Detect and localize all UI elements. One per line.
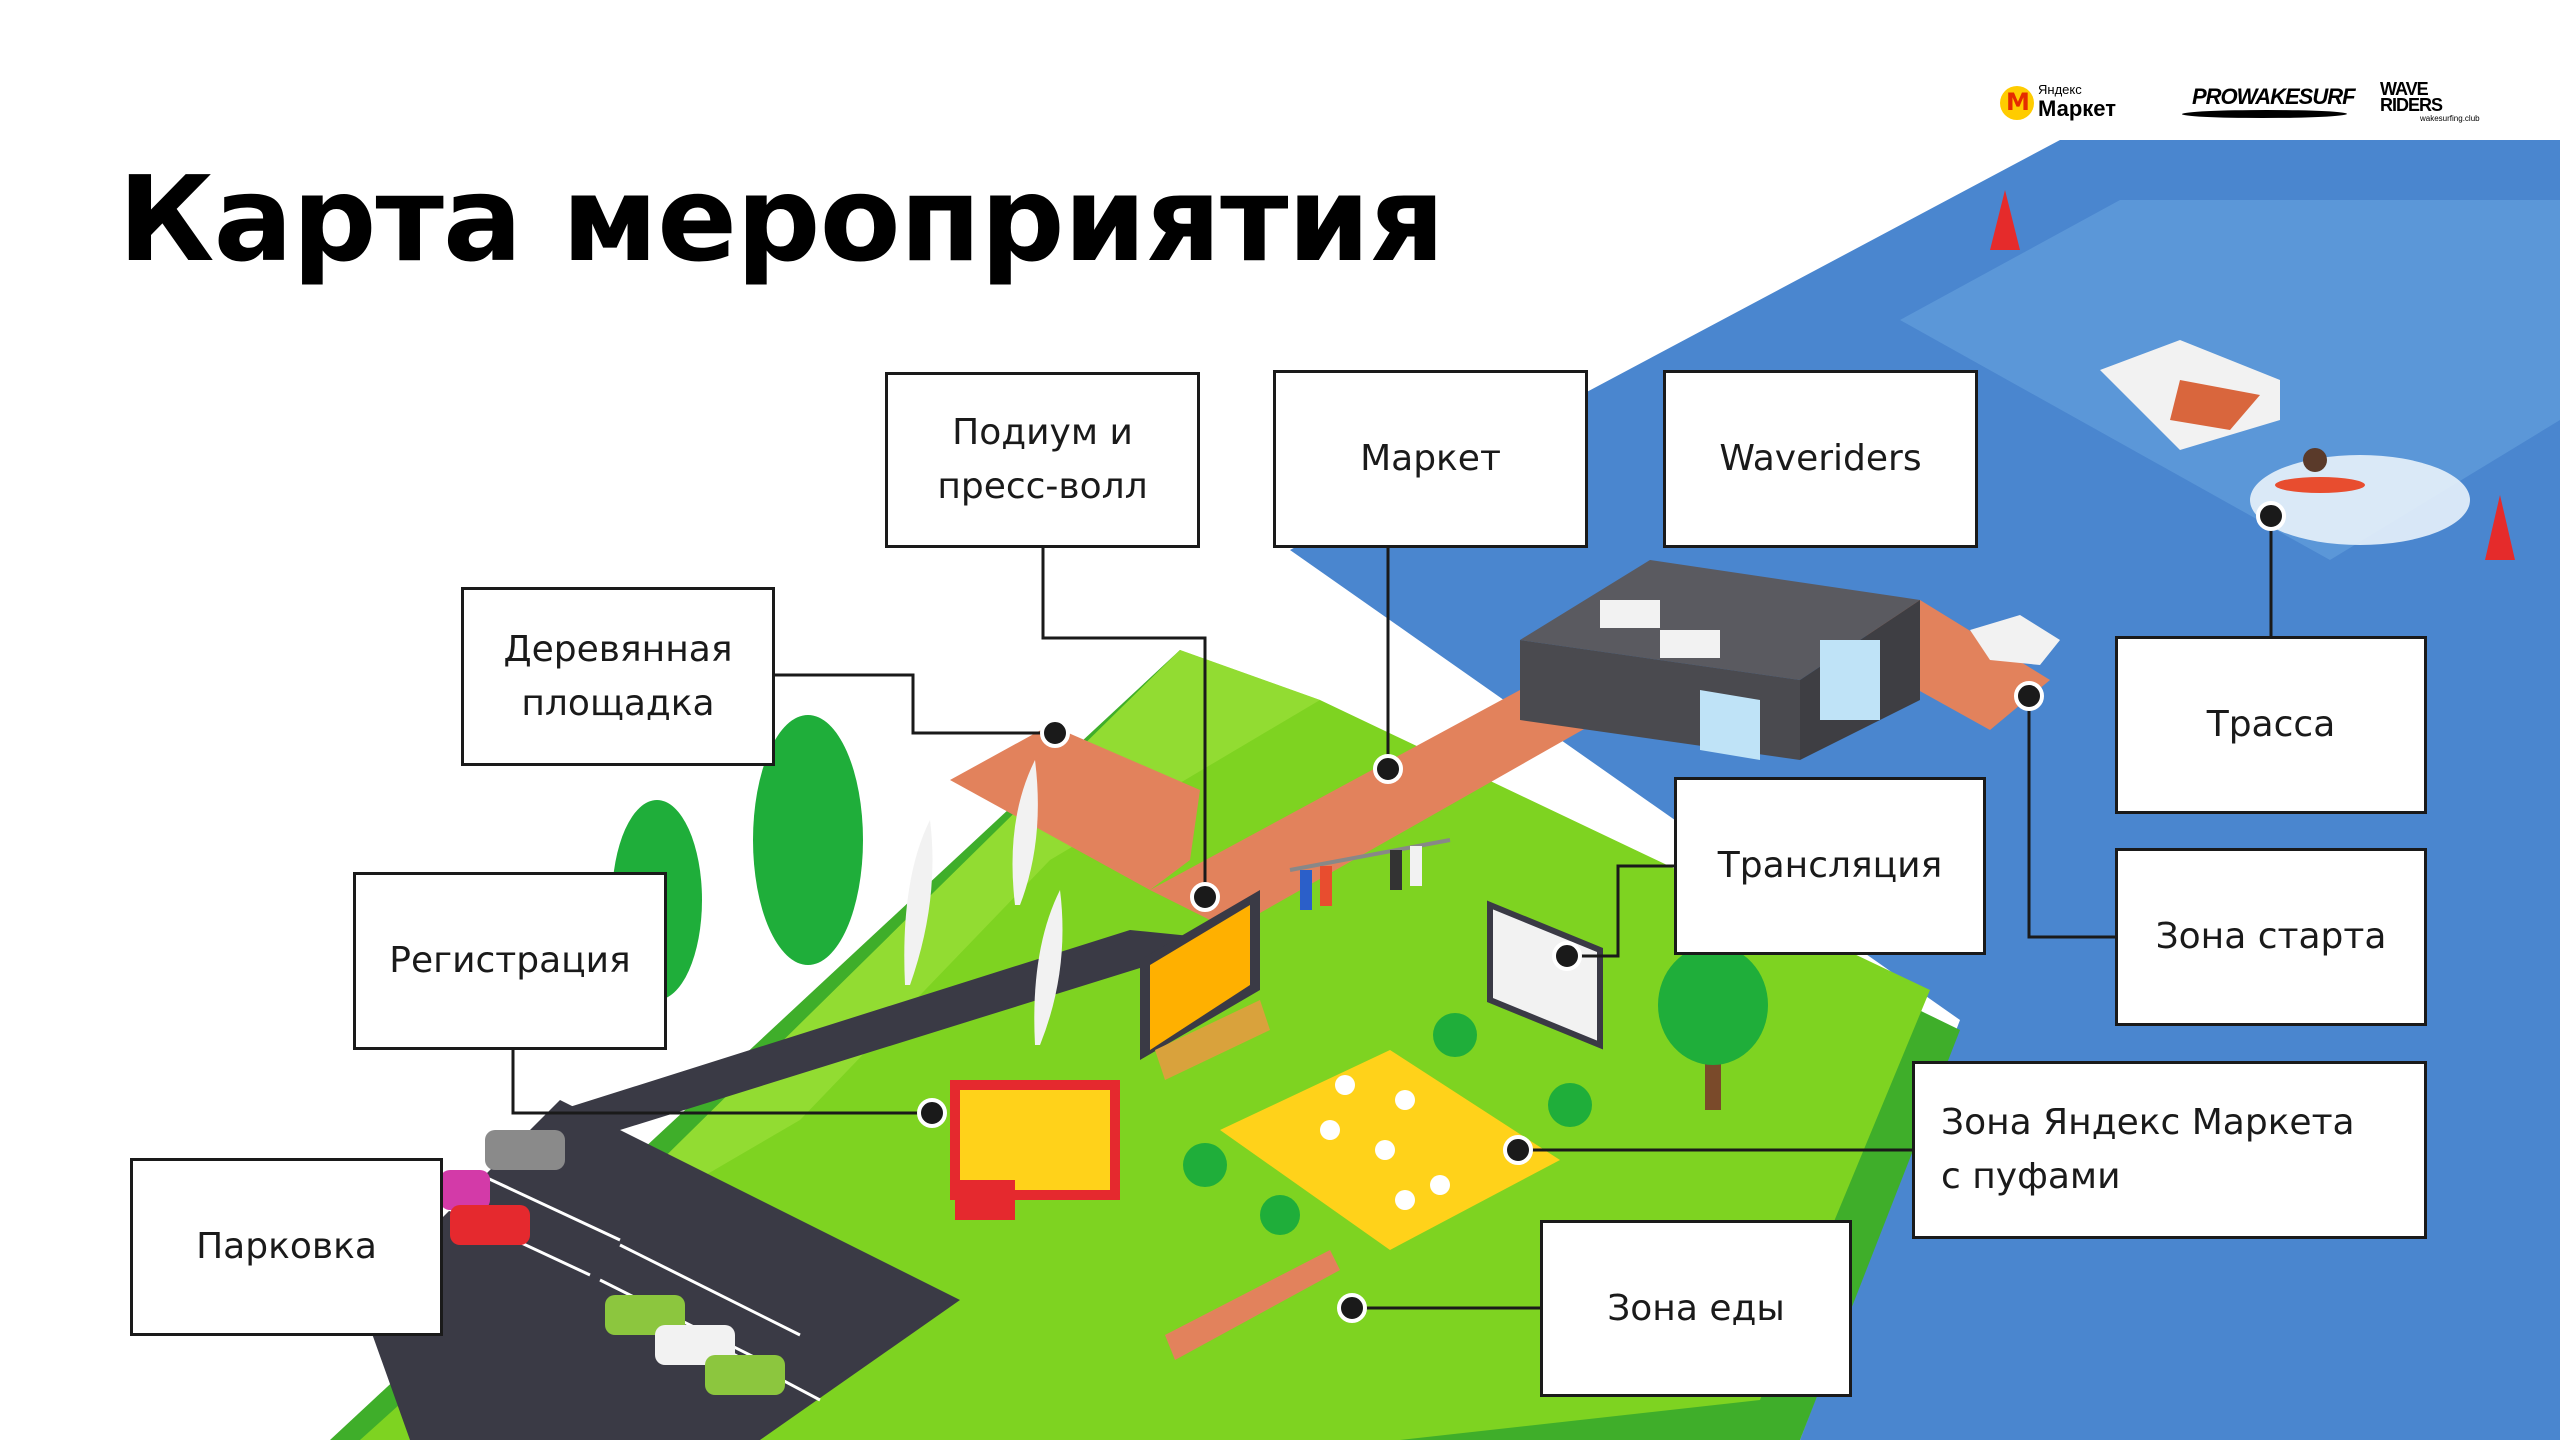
sun-lounger-icon-2 [1660, 630, 1720, 658]
flag-icon-2 [1012, 760, 1038, 905]
podium-platform [1155, 1000, 1270, 1080]
waveriders-logo: WAVE RIDERS wakesurfing.club [2380, 80, 2490, 124]
container-window-front-icon [1700, 690, 1760, 760]
label-market-text: Маркет [1360, 438, 1501, 479]
label-waveriders: Waveriders [1663, 370, 1978, 548]
page-title: Карта мероприятия [118, 150, 1445, 288]
label-waveriders-text: Waveriders [1719, 438, 1922, 479]
tree-icon-1 [753, 715, 863, 965]
line-start [2027, 696, 2115, 939]
dot-trassa [2256, 501, 2286, 531]
waveriders-logo-line1: WAVE [2380, 79, 2429, 99]
deck-walkway [1150, 690, 1600, 930]
label-translation: Трансляция [1674, 777, 1986, 955]
label-start-zone: Зона старта [2115, 848, 2427, 1026]
car-red-icon [450, 1205, 530, 1245]
label-yandex-zone: Зона Яндекс Маркета с пуфами [1912, 1061, 2427, 1239]
boat-deck-icon [2170, 380, 2260, 430]
yandex-logo-small-text: Яндекс [2038, 82, 2082, 97]
label-registration-text: Регистрация [389, 940, 631, 981]
bush-icon-4 [1260, 1195, 1300, 1235]
yandex-market-logo: Яндекс Маркет [2000, 82, 2150, 122]
food-counter [1165, 1250, 1340, 1360]
label-parking-text: Парковка [196, 1226, 377, 1267]
prowakesurf-logo: PROWAKESURF [2179, 82, 2356, 122]
jetski-icon [1970, 615, 2060, 665]
flags [904, 760, 1063, 1045]
parking-lot [360, 1100, 960, 1440]
poufs [1320, 1075, 1450, 1210]
pouf-icon-4 [1375, 1140, 1395, 1160]
label-registration: Регистрация [353, 872, 667, 1050]
partner-logos: Яндекс Маркет PROWAKESURF WAVE RIDERS wa… [2000, 80, 2500, 130]
label-podium-text: Подиум и пресс-волл [937, 412, 1148, 507]
flag-icon-3 [1034, 890, 1063, 1045]
dot-food [1337, 1293, 1367, 1323]
parked-cars [440, 1130, 785, 1395]
dot-registration [917, 1098, 947, 1128]
prowakesurf-logo-text: PROWAKESURF [2192, 84, 2356, 109]
waveriders-logo-sub: wakesurfing.club [2420, 114, 2480, 123]
flag-icon-1 [904, 820, 933, 985]
wake-splash [2250, 455, 2470, 545]
pouf-icon-3 [1395, 1090, 1415, 1110]
translation-screen [1487, 900, 1603, 1050]
dot-market [1373, 754, 1403, 784]
dot-podium [1190, 882, 1220, 912]
tree-icon-3 [1658, 945, 1768, 1065]
label-trassa: Трасса [2115, 636, 2427, 814]
waveriders-logo-line2: RIDERS [2380, 95, 2443, 115]
connector-lines [511, 516, 2273, 1310]
label-podium: Подиум и пресс-волл [885, 372, 1200, 548]
yandex-market-icon [2000, 86, 2034, 120]
dot-translation [1552, 941, 1582, 971]
wooden-deck [950, 725, 1200, 890]
dot-start [2014, 681, 2044, 711]
sun-lounger-icon-1 [1600, 600, 1660, 628]
dot-yandex-zone [1503, 1135, 1533, 1165]
line-translation [1567, 864, 1674, 958]
label-yandex-zone-text: Зона Яндекс Маркета с пуфами [1941, 1102, 2355, 1197]
registration-desk [955, 1180, 1015, 1220]
label-trassa-text: Трасса [2206, 704, 2336, 745]
car-gray-icon [485, 1130, 565, 1170]
label-food-zone: Зона еды [1540, 1220, 1852, 1397]
line-podium [1041, 548, 1207, 897]
connector-dots [917, 501, 2286, 1323]
label-wooden-text: Деревянная площадка [503, 628, 733, 724]
bushes [1183, 1013, 1592, 1235]
label-market: Маркет [1273, 370, 1588, 548]
yandex-logo-big-text: Маркет [2038, 96, 2116, 121]
dot-wooden [1040, 718, 1070, 748]
label-food-zone-text: Зона еды [1607, 1287, 1785, 1329]
label-wooden: Деревянная площадка [461, 587, 775, 766]
container-window-icon [1820, 640, 1880, 720]
bush-icon-3 [1183, 1143, 1227, 1187]
buoy-icon-2 [2485, 495, 2515, 560]
pouf-icon-5 [1430, 1175, 1450, 1195]
car-magenta-icon [440, 1170, 490, 1210]
surfer-icon [2303, 448, 2327, 472]
bush-icon-1 [1433, 1013, 1477, 1057]
line-wooden [775, 673, 1055, 735]
line-registration [511, 1050, 932, 1115]
bush-icon-2 [1548, 1083, 1592, 1127]
pouf-icon-6 [1395, 1190, 1415, 1210]
label-parking: Парковка [130, 1158, 443, 1336]
label-start-zone-text: Зона старта [2155, 916, 2387, 957]
registration-booth [950, 1080, 1120, 1200]
label-translation-text: Трансляция [1717, 845, 1943, 886]
pouf-icon-1 [1335, 1075, 1355, 1095]
surfboard-icon [2275, 477, 2365, 493]
clothing-rack-icon [1289, 838, 1451, 910]
pouf-icon-2 [1320, 1120, 1340, 1140]
buoy-icon-1 [1990, 190, 2020, 250]
stage-screen [1150, 905, 1250, 1050]
car-green-icon-2 [705, 1355, 785, 1395]
